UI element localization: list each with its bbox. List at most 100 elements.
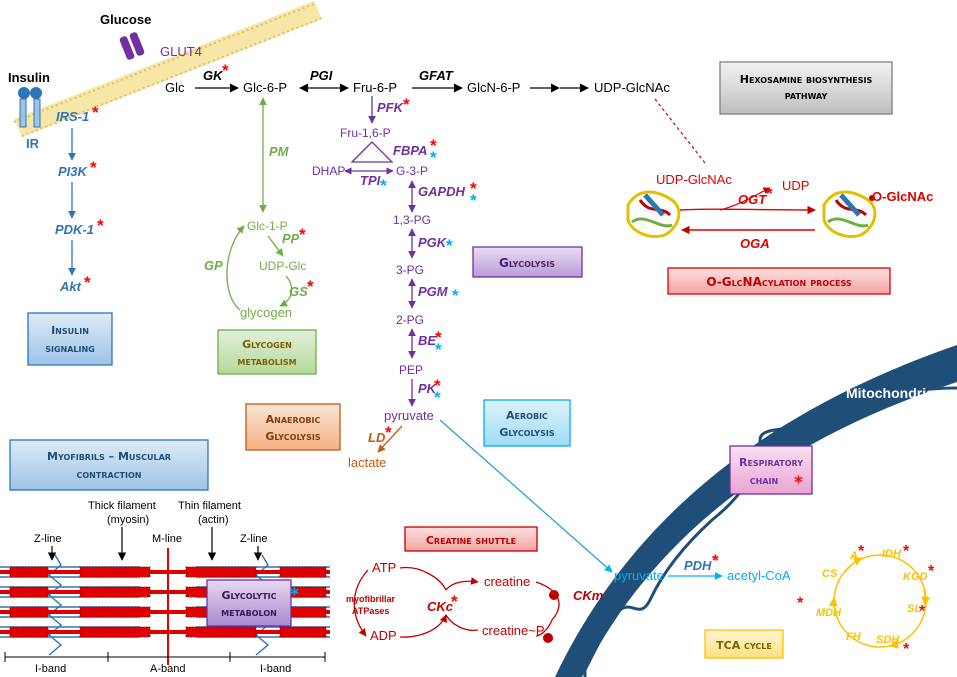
gfat-label: GFAT [419, 68, 454, 83]
myosin-heads [185, 566, 257, 578]
tca-mdh-star: * [797, 595, 804, 612]
myofibrils-title-1: Myofibrils – Muscular [47, 450, 171, 463]
irs1-label: IRS-1 [56, 109, 89, 124]
hexosamine-pathway-box: Hexosamine biosynthesis pathway [719, 61, 893, 115]
respiratory-title-1: Respiratory [739, 456, 803, 469]
ckm-node-top [549, 590, 559, 600]
be-label: BE [418, 333, 436, 348]
ld-star: * [385, 423, 392, 442]
glycogen-title-2: metabolism [237, 355, 296, 368]
pgm-label: PGM [418, 284, 449, 299]
irs1-star: * [92, 103, 99, 122]
thin-filament-label: Thin filament [178, 500, 241, 512]
tpi-label: TPI [360, 173, 381, 188]
actin-label: (actin) [198, 514, 229, 526]
myosin-heads [9, 626, 49, 638]
akt-label: Akt [59, 279, 82, 294]
arrow-pyruvate-lactate [377, 425, 403, 453]
pfk-label: PFK [377, 100, 405, 115]
ogt-enzyme-protein-right-icon [822, 190, 877, 238]
akt-star: * [84, 273, 91, 292]
pk-star-blue: * [434, 388, 441, 407]
pdh-star: * [712, 551, 719, 570]
tca-arrow-left [828, 597, 838, 617]
pgk-label: PGK [418, 235, 448, 250]
pg3-label: 3-PG [396, 263, 424, 277]
myosin-heads [79, 626, 151, 638]
glycogen-label: glycogen [240, 305, 292, 320]
creatine-shuttle-box: Creatine shuttle [404, 526, 538, 552]
glc1p-label: Glc-1-P [247, 219, 288, 233]
fru16p-label: Fru-1,6-P [340, 126, 391, 140]
gapdh-star-blue: * [470, 191, 477, 210]
cell-membrane [13, 0, 323, 138]
tca-cycle-title: TCA cycle [716, 639, 772, 652]
pp-label: PP [282, 231, 300, 246]
insulin-title-2: signaling [45, 342, 95, 355]
tca-sl: SL [907, 603, 921, 615]
oga-label: OGA [740, 236, 770, 251]
glycolytic-title-1: Glycolytic [221, 589, 276, 602]
pfk-star: * [403, 95, 410, 114]
tca-arrow-right [921, 589, 931, 606]
mitochondria-shape [555, 345, 957, 677]
be-star-blue: * [435, 340, 442, 359]
ogt-label: OGT [738, 192, 767, 207]
pp-star: * [299, 225, 306, 244]
glycogen-title-1: Glycogen [242, 338, 292, 351]
atp-label: ATP [372, 560, 396, 575]
tca-cs: CS [822, 568, 838, 580]
gp-label: GP [204, 258, 223, 273]
gapdh-label: GAPDH [418, 184, 466, 199]
pep-label: PEP [399, 363, 423, 377]
gk-label: GK [203, 68, 224, 83]
gs-label: GS [289, 284, 308, 299]
ogt-reaction-arrow [679, 205, 816, 215]
pdh-label: PDH [684, 558, 712, 573]
tca-fh: FH [846, 631, 862, 643]
be-star-red: * [435, 328, 442, 347]
glycolytic-metabolon-box: Glycolytic metabolon * [206, 579, 299, 627]
anaerobic-glycolysis-box: Anaerobic Glycolysis [245, 403, 341, 451]
fbpa-star-red: * [430, 136, 437, 155]
myosin-label: (myosin) [107, 514, 149, 526]
tca-kgd-star: * [928, 563, 935, 580]
pg2-label: 2-PG [396, 313, 424, 327]
tca-a-star: * [858, 543, 865, 560]
oglcnacylation-box: O-GlcNAcylation process [667, 267, 891, 295]
ckm-label: CKm [573, 588, 604, 603]
ld-label: LD [368, 430, 386, 445]
aldolase-split [350, 141, 394, 163]
fru6p-label: Fru-6-P [353, 80, 397, 95]
dashed-connector [654, 98, 706, 164]
glcn6p-label: GlcN-6-P [467, 80, 520, 95]
respiratory-title-2: chain [750, 474, 778, 487]
mline-label: M-line [152, 533, 182, 545]
glycolytic-title-2: metabolon [221, 606, 277, 619]
arrow-ckc-right [399, 566, 447, 591]
lactate-label: lactate [348, 455, 386, 470]
acetylcoa-label: acetyl-CoA [727, 568, 791, 583]
pyruvate-label: pyruvate [384, 408, 434, 423]
aerobic-title-1: Aerobic [506, 409, 548, 422]
respiratory-chain-box: Respiratory chain * [729, 445, 813, 495]
myosin-heads [185, 626, 257, 638]
tca-cycle-box: TCA cycle [704, 629, 784, 659]
glycolysis-title: Glycolysis [499, 256, 555, 270]
myosin-heads [9, 586, 49, 598]
aerobic-glycolysis-box: Aerobic Glycolysis [483, 399, 571, 447]
pk-label: PK [418, 381, 438, 396]
insulin-label: Insulin [8, 70, 50, 85]
ckm-node-bottom [543, 633, 553, 643]
glc-label: Glc [165, 80, 185, 95]
ckc-label: CKc [427, 599, 454, 614]
myosin-heads [279, 566, 327, 578]
myofibrils-title-2: contraction [77, 468, 142, 481]
g3p-label: G-3-P [396, 164, 428, 178]
adp-label: ADP [370, 628, 397, 643]
creatine-shuttle-title: Creatine shuttle [426, 534, 516, 547]
tca-idh-star: * [903, 543, 910, 560]
glycogen-metabolism-box: Glycogen metabolism [217, 329, 317, 375]
gapdh-star-red: * [470, 179, 477, 198]
aband-label: A-band [150, 663, 185, 675]
